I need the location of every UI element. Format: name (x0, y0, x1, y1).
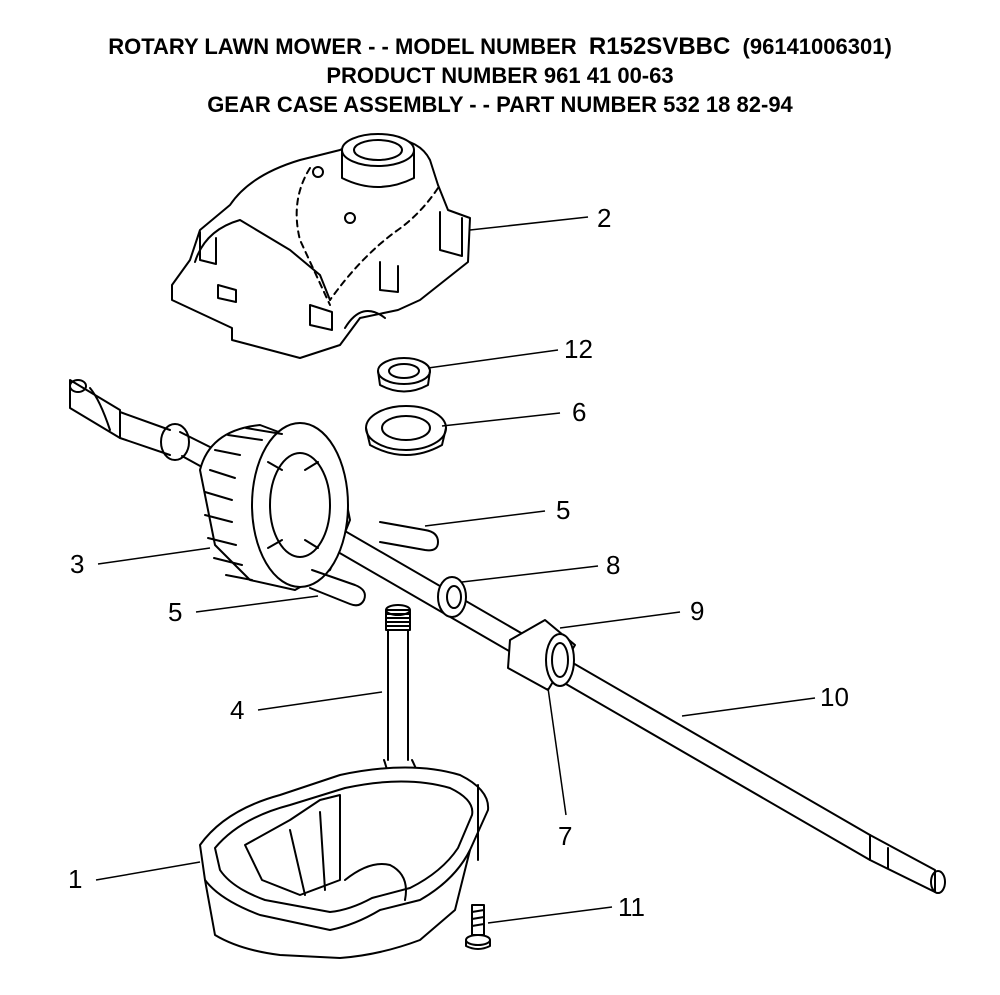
axle-shaft-part (69, 379, 946, 894)
leader-line-2 (469, 216, 589, 231)
callout-12: 12 (564, 334, 593, 364)
gear-case-housing-part (199, 766, 490, 959)
leader-line-1 (95, 861, 201, 881)
callout-3: 3 (70, 549, 84, 579)
leader-line-3 (97, 547, 211, 565)
leader-line-12 (427, 349, 559, 369)
leader-line-11 (487, 906, 613, 924)
header-line-1-prefix: ROTARY LAWN MOWER - - MODEL NUMBER (108, 34, 589, 59)
leader-line-5-lower (195, 595, 319, 613)
callout-1: 1 (68, 864, 82, 894)
key-part-upper (379, 521, 439, 552)
washer-part (437, 576, 467, 618)
callout-2: 2 (597, 203, 611, 233)
callout-5-lower: 5 (168, 597, 182, 627)
leader-line-7 (547, 687, 567, 816)
callout-10: 10 (820, 682, 849, 712)
leader-line-5-upper (424, 510, 546, 527)
header-line-2: PRODUCT NUMBER 961 41 00-63 (326, 63, 674, 88)
large-bearing-part (365, 405, 447, 456)
callout-8: 8 (606, 550, 620, 580)
leader-line-9 (559, 611, 681, 629)
header-line-1: ROTARY LAWN MOWER - - MODEL NUMBER R152S… (0, 32, 1000, 61)
bevel-gear-part (199, 422, 351, 591)
small-bearing-part (377, 357, 431, 393)
key-part-lower (309, 569, 366, 607)
callout-7: 7 (558, 821, 572, 851)
callout-5-upper: 5 (556, 495, 570, 525)
leader-line-6 (441, 412, 561, 427)
header-line-3: GEAR CASE ASSEMBLY - - PART NUMBER 532 1… (207, 92, 793, 117)
callout-11: 11 (618, 892, 645, 922)
header-line-1-suffix: (96141006301) (730, 34, 892, 59)
callout-4: 4 (230, 695, 244, 725)
diagram-header: ROTARY LAWN MOWER - - MODEL NUMBER R152S… (0, 32, 1000, 119)
callout-6: 6 (572, 397, 586, 427)
leader-line-10 (681, 697, 816, 717)
sleeve-bushing-part (507, 619, 576, 691)
leader-lines (95, 216, 816, 924)
callout-9: 9 (690, 596, 704, 626)
model-number: R152SVBBC (588, 33, 731, 60)
gear-case-cover-part (171, 133, 471, 359)
screw-part (465, 904, 491, 950)
leader-line-8 (461, 565, 599, 583)
leader-line-4 (257, 691, 383, 711)
